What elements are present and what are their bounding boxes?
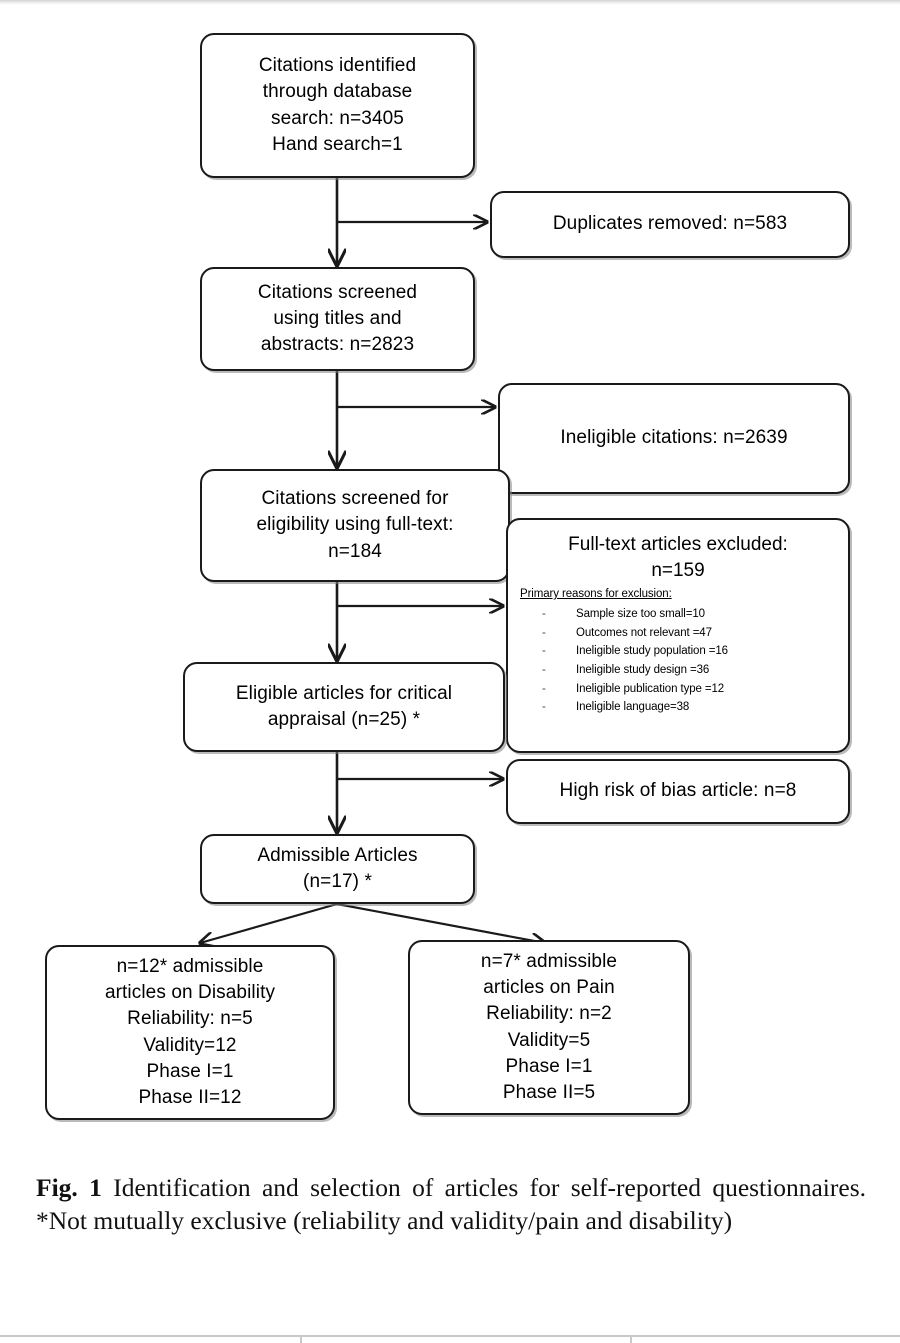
page-top-edge — [0, 0, 900, 5]
list-item: Ineligible language=38 — [542, 698, 838, 717]
page-bottom-tick — [300, 1335, 302, 1343]
node-high-risk-of-bias-text: High risk of bias article: n=8 — [559, 780, 797, 802]
node-ineligible-citations-text: Ineligible citations: n=2639 — [560, 427, 788, 449]
node-ineligible-citations: Ineligible citations: n=2639 — [498, 383, 850, 494]
figure-caption: Fig. 1 Identification and selection of a… — [36, 1172, 866, 1238]
node-citations-identified-text: Citations identified through database se… — [258, 55, 417, 155]
list-item: Ineligible publication type =12 — [542, 680, 838, 699]
edge-admissible-to-disability — [200, 902, 338, 943]
node-disability-articles-text: n=12* admissible articles on Disability … — [104, 955, 276, 1108]
node-fulltext-excluded-heading: Full-text articles excluded: n=159 — [568, 534, 788, 581]
node-pain-articles-text: n=7* admissible articles on Pain Reliabi… — [480, 950, 618, 1103]
node-eligible-articles-text: Eligible articles for critical appraisal… — [235, 682, 453, 730]
list-item: Outcomes not relevant =47 — [542, 624, 838, 643]
list-item: Ineligible study population =16 — [542, 642, 838, 661]
exclusion-reasons-list: Sample size too small=10 Outcomes not re… — [518, 605, 838, 717]
node-duplicates-removed-text: Duplicates removed: n=583 — [552, 213, 788, 235]
list-item: Sample size too small=10 — [542, 605, 838, 624]
edge-admissible-to-pain — [336, 902, 545, 943]
node-eligible-articles-critical-appraisal: Eligible articles for critical appraisal… — [183, 662, 505, 752]
node-citations-screened-fulltext: Citations screened for eligibility using… — [200, 469, 510, 582]
node-admissible-articles-text: Admissible Articles (n=17) * — [257, 844, 418, 892]
list-item: Ineligible study design =36 — [542, 661, 838, 680]
node-disability-articles: n=12* admissible articles on Disability … — [45, 945, 335, 1120]
page-bottom-tick — [630, 1335, 632, 1343]
figure-label: Fig. 1 — [36, 1173, 102, 1202]
prisma-flow-diagram: Citations identified through database se… — [0, 0, 900, 1150]
node-admissible-articles: Admissible Articles (n=17) * — [200, 834, 475, 904]
node-citations-screened-titles-text: Citations screened using titles and abst… — [257, 281, 418, 356]
node-citations-screened-fulltext-text: Citations screened for eligibility using… — [256, 488, 454, 562]
node-fulltext-articles-excluded: Full-text articles excluded: n=159 Prima… — [506, 518, 850, 753]
page-bottom-edge — [0, 1335, 900, 1343]
node-duplicates-removed: Duplicates removed: n=583 — [490, 191, 850, 258]
node-high-risk-of-bias: High risk of bias article: n=8 — [506, 759, 850, 824]
figure-caption-text: Identification and selection of articles… — [36, 1173, 866, 1235]
node-citations-identified: Citations identified through database se… — [200, 33, 475, 178]
node-citations-screened-titles: Citations screened using titles and abst… — [200, 267, 475, 371]
exclusion-reasons-heading: Primary reasons for exclusion: — [520, 588, 672, 601]
node-pain-articles: n=7* admissible articles on Pain Reliabi… — [408, 940, 690, 1115]
